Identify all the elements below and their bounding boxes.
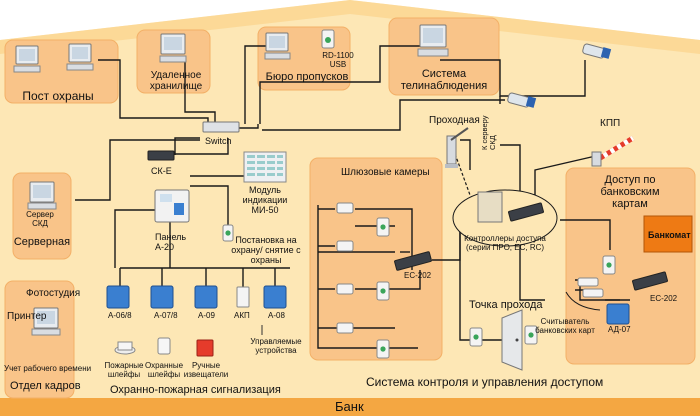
module-label: Модуль индикации МИ-50 — [242, 185, 288, 215]
controller-icon — [477, 191, 503, 223]
ske-label: СК-Е — [151, 166, 172, 176]
pass-point-label: Точка прохода — [469, 299, 543, 311]
a08-label: А-08 — [268, 311, 285, 320]
server-label: Сервер СКД — [26, 210, 54, 228]
computer-icon — [13, 45, 41, 73]
controllers-label: Контроллеры доступа (серии ПРО, ЕС, RC) — [464, 234, 546, 252]
bank-label: Банк — [335, 399, 364, 414]
network-switch-icon — [202, 121, 240, 133]
rd-usb-label: RD-1100 USB — [322, 51, 354, 69]
security-loops-label: Охранные шлейфы — [144, 361, 184, 379]
work-time-label: Учет рабочего времени — [4, 364, 92, 373]
server-room-label: Серверная — [13, 236, 71, 248]
fire-alarm-label: Охранно-пожарная сигнализация — [110, 384, 281, 396]
controller-icon — [394, 251, 432, 271]
controller-icon — [147, 150, 175, 161]
fire-loops-label: Пожарные шлейфы — [104, 361, 144, 379]
detector-icon — [196, 339, 214, 357]
remote-storage-label: Удаленное хранилище — [149, 70, 203, 92]
reader-label: Считыватель банковских карт — [535, 317, 595, 335]
switch-label: Switch — [205, 136, 232, 146]
bank-footer-band — [0, 398, 700, 416]
controller-icon — [194, 285, 218, 309]
controller-icon — [263, 285, 287, 309]
kpp-label: КПП — [600, 118, 621, 129]
to-server-label: К серверу СКД — [480, 115, 498, 150]
controller-icon — [106, 285, 130, 309]
post-label: Пост охраны — [22, 89, 94, 103]
zone-server-room — [12, 172, 72, 260]
bankomat-label: Банкомат — [648, 230, 691, 240]
card-reader-icon — [336, 202, 354, 214]
barrier-gate-icon — [591, 135, 635, 167]
airlock-label: Шлюзовые камеры — [341, 167, 430, 178]
card-reader-icon — [582, 288, 604, 298]
panel-label: Панель А-20 — [155, 232, 187, 252]
card-reader-icon — [336, 240, 354, 252]
controller-icon — [606, 303, 630, 325]
hr-label: Отдел кадров — [10, 380, 81, 392]
turnstile-label: Проходная — [429, 115, 480, 126]
computer-icon — [31, 307, 61, 336]
bankomat-box — [643, 215, 693, 253]
card-arc — [565, 291, 601, 311]
photo-studio-label: Фотостудия — [26, 288, 81, 299]
pass-bureau-label: Бюро пропусков — [265, 71, 349, 83]
cctv-camera-icon — [507, 92, 537, 108]
detector-icon — [157, 337, 171, 355]
ec202-right-label: ЕС-202 — [650, 294, 678, 303]
bank-access-label: Доступ по банковским картам — [600, 174, 660, 211]
computer-icon — [66, 43, 94, 71]
roof-band — [0, 0, 700, 54]
printer-label: Принтер — [7, 311, 47, 322]
door-icon — [501, 309, 523, 371]
manual-label: Ручные извещатели — [183, 361, 229, 379]
cctv-camera-icon — [582, 43, 612, 59]
ad07-label: АД-07 — [608, 325, 631, 334]
a09-label: А-09 — [198, 311, 215, 320]
detector-icon — [114, 341, 136, 355]
computer-icon — [159, 33, 187, 63]
card-reader-icon — [577, 277, 599, 287]
computer-icon — [27, 181, 57, 210]
a068-label: А-06/8 — [108, 311, 132, 320]
card-reader-icon — [336, 283, 354, 295]
cctv-system-label: Система телинаблюдения — [400, 68, 488, 93]
arm-label: Постановка на охрану/ снятие с охраны — [231, 235, 301, 265]
battery-icon — [236, 286, 250, 308]
controller-icon — [150, 285, 174, 309]
controller-icon — [632, 271, 668, 291]
akp-label: АКП — [234, 311, 250, 320]
managed-label: Управляемые устройства — [250, 337, 302, 355]
a078-label: А-07/8 — [154, 311, 178, 320]
computer-icon — [417, 24, 449, 57]
ec202-left-label: ЕС-202 — [404, 271, 432, 280]
computer-icon — [264, 32, 291, 60]
card-reader-icon — [336, 322, 354, 334]
turnstile-icon — [445, 127, 469, 168]
access-system-label: Система контроля и управления доступом — [366, 375, 604, 389]
controller-icon — [508, 202, 544, 222]
